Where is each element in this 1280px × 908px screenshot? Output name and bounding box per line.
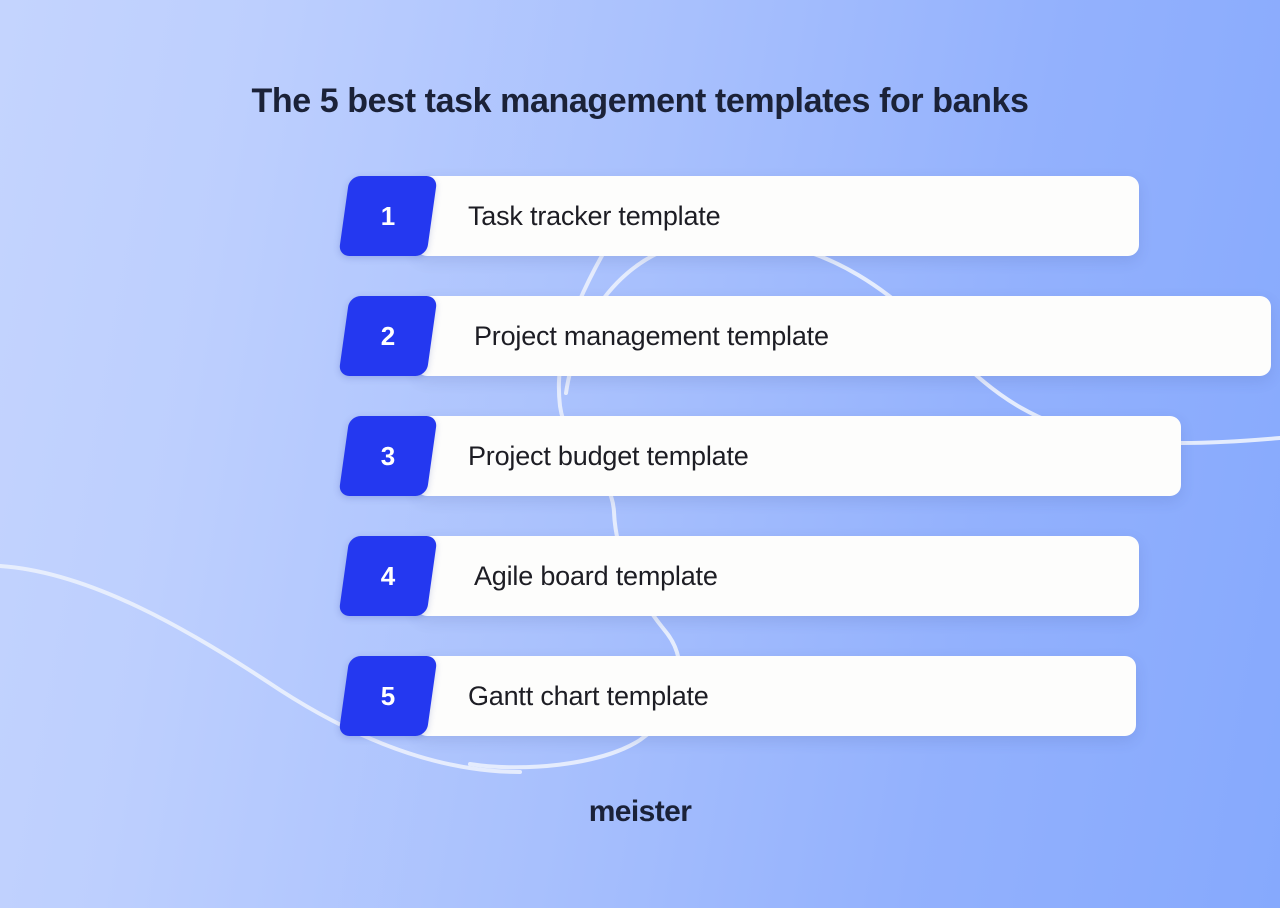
list-item-card[interactable]: Project management template — [416, 296, 1271, 376]
list-item[interactable]: 3 Project budget template — [338, 416, 1181, 496]
list-item-card[interactable]: Project budget template — [416, 416, 1181, 496]
list-item-number-badge: 2 — [338, 296, 438, 376]
list-item-number-badge: 5 — [338, 656, 438, 736]
badge-number: 3 — [380, 440, 396, 471]
badge-number: 5 — [380, 680, 396, 711]
list-item-label: Agile board template — [474, 560, 718, 591]
badge-number: 1 — [380, 200, 396, 231]
list-item-number-badge: 1 — [338, 176, 438, 256]
template-list: 1 Task tracker template 2 Project manage… — [338, 176, 1271, 736]
list-item-number-badge: 3 — [338, 416, 438, 496]
list-item-label: Task tracker template — [468, 200, 721, 231]
list-item-card[interactable]: Agile board template — [416, 536, 1139, 616]
badge-number: 4 — [380, 560, 396, 591]
list-item[interactable]: 4 Agile board template — [338, 536, 1139, 616]
list-item-label: Project management template — [474, 320, 829, 351]
list-item[interactable]: 5 Gantt chart template — [338, 656, 1136, 736]
list-item-label: Gantt chart template — [468, 680, 709, 711]
list-item[interactable]: 1 Task tracker template — [338, 176, 1139, 256]
list-item[interactable]: 2 Project management template — [338, 296, 1271, 376]
page-title: The 5 best task management templates for… — [251, 82, 1029, 120]
list-item-number-badge: 4 — [338, 536, 438, 616]
meister-logo: meister — [588, 795, 692, 828]
badge-number: 2 — [380, 320, 396, 351]
list-item-card[interactable]: Task tracker template — [416, 176, 1139, 256]
list-item-label: Project budget template — [468, 440, 749, 471]
list-item-card[interactable]: Gantt chart template — [416, 656, 1136, 736]
